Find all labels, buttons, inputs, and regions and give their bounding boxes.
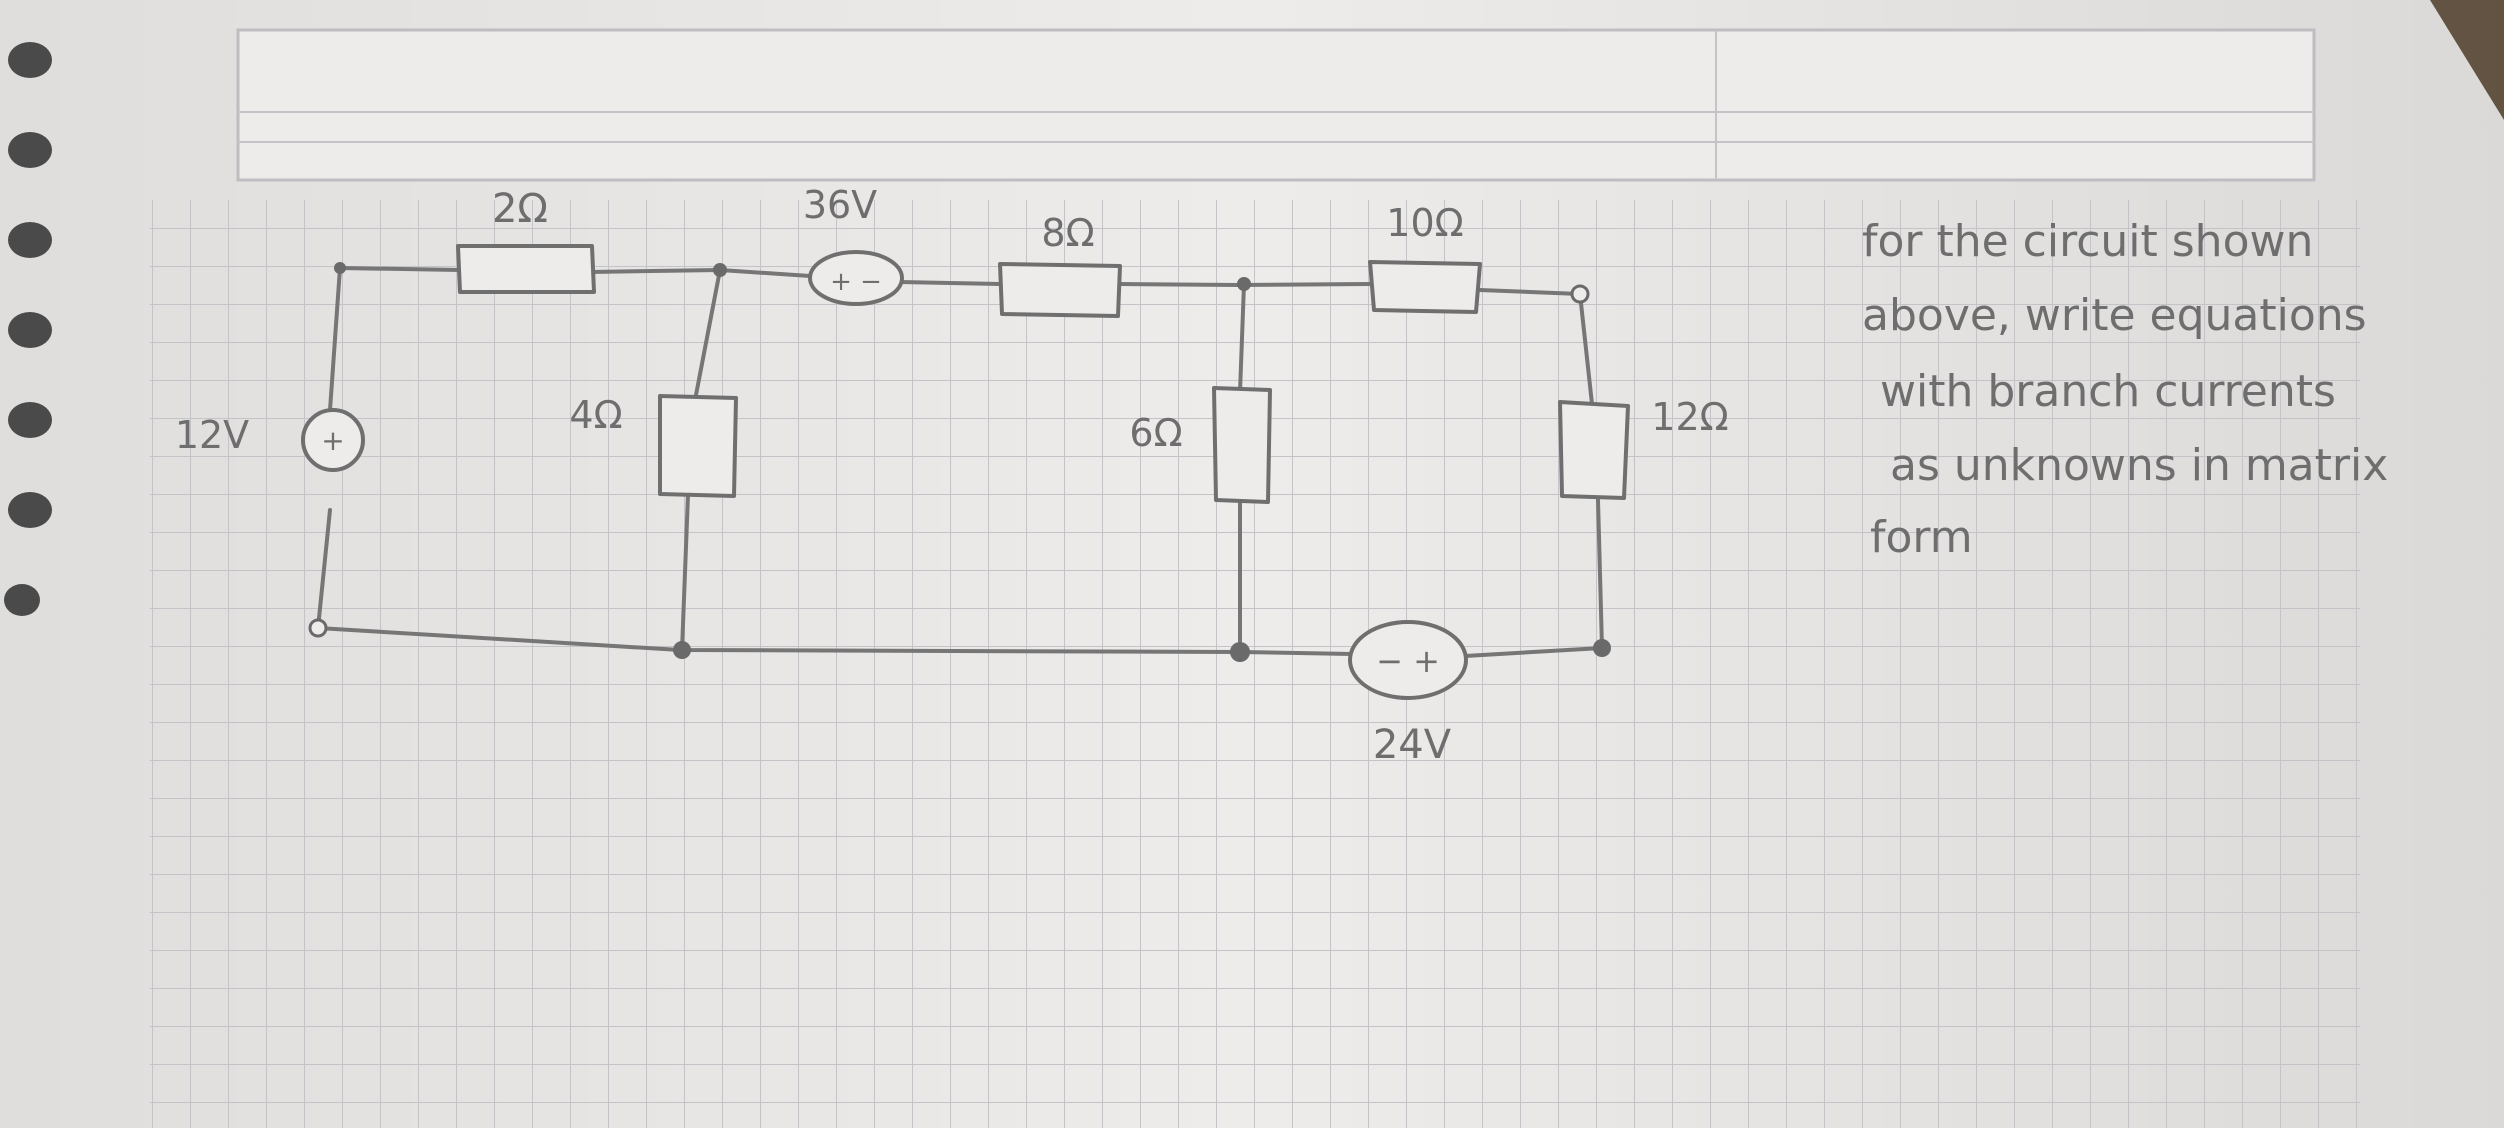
resistor-4-ohm [658,394,738,498]
voltage-source-12v: + [301,408,365,472]
binding-ring [8,402,52,438]
voltage-source-36v: + − [808,250,904,306]
node [673,641,691,659]
binding-ring [8,222,52,258]
circuit-labels: 2Ω 36V 8Ω 10Ω 12V 4Ω 6Ω 12Ω 24V [175,183,1729,768]
note-line-2: above, write equations [1862,290,2367,341]
label-6-ohm: 6Ω [1129,411,1182,455]
graph-grid [150,200,2360,1128]
note-line-5: form [1870,512,1973,563]
label-12-ohm: 12Ω [1651,395,1728,439]
node [1570,284,1590,304]
circuit-nodes [308,262,1611,662]
source-polarity-mark: + [321,424,344,457]
problem-note: for the circuit shown above, write equat… [1862,216,2388,563]
resistor-8-ohm [998,262,1122,318]
label-12v: 12V [175,413,249,457]
label-8-ohm: 8Ω [1041,211,1094,255]
note-line-4: as unknowns in matrix [1890,440,2388,491]
note-line-1: for the circuit shown [1862,216,2313,267]
binding-ring [8,132,52,168]
label-24v: 24V [1373,722,1452,768]
header-box [236,28,2316,182]
label-10-ohm: 10Ω [1386,201,1463,245]
resistor-2-ohm [456,244,596,294]
binding-ring [8,42,52,78]
note-line-3: with branch currents [1880,366,2336,417]
resistor-6-ohm [1212,386,1272,504]
resistor-10-ohm [1368,260,1482,314]
node [713,263,727,277]
binding-ring [8,492,52,528]
source-polarity-mark: − + [1376,642,1440,680]
resistor-12-ohm [1558,400,1630,500]
spiral-binding [4,42,52,616]
binding-ring [4,584,40,616]
node [1230,642,1250,662]
circuit-diagram: + − + − + 2Ω 36V 8Ω 10Ω 12V 4Ω [175,183,1729,768]
label-4-ohm: 4Ω [569,393,622,437]
node [1237,277,1251,291]
voltage-source-24v: − + [1348,620,1468,700]
node [308,618,328,638]
node [334,262,346,274]
label-36v: 36V [803,183,877,227]
source-polarity-mark: + − [830,267,882,297]
binding-ring [8,312,52,348]
label-2-ohm: 2Ω [492,186,548,232]
node [1593,639,1611,657]
